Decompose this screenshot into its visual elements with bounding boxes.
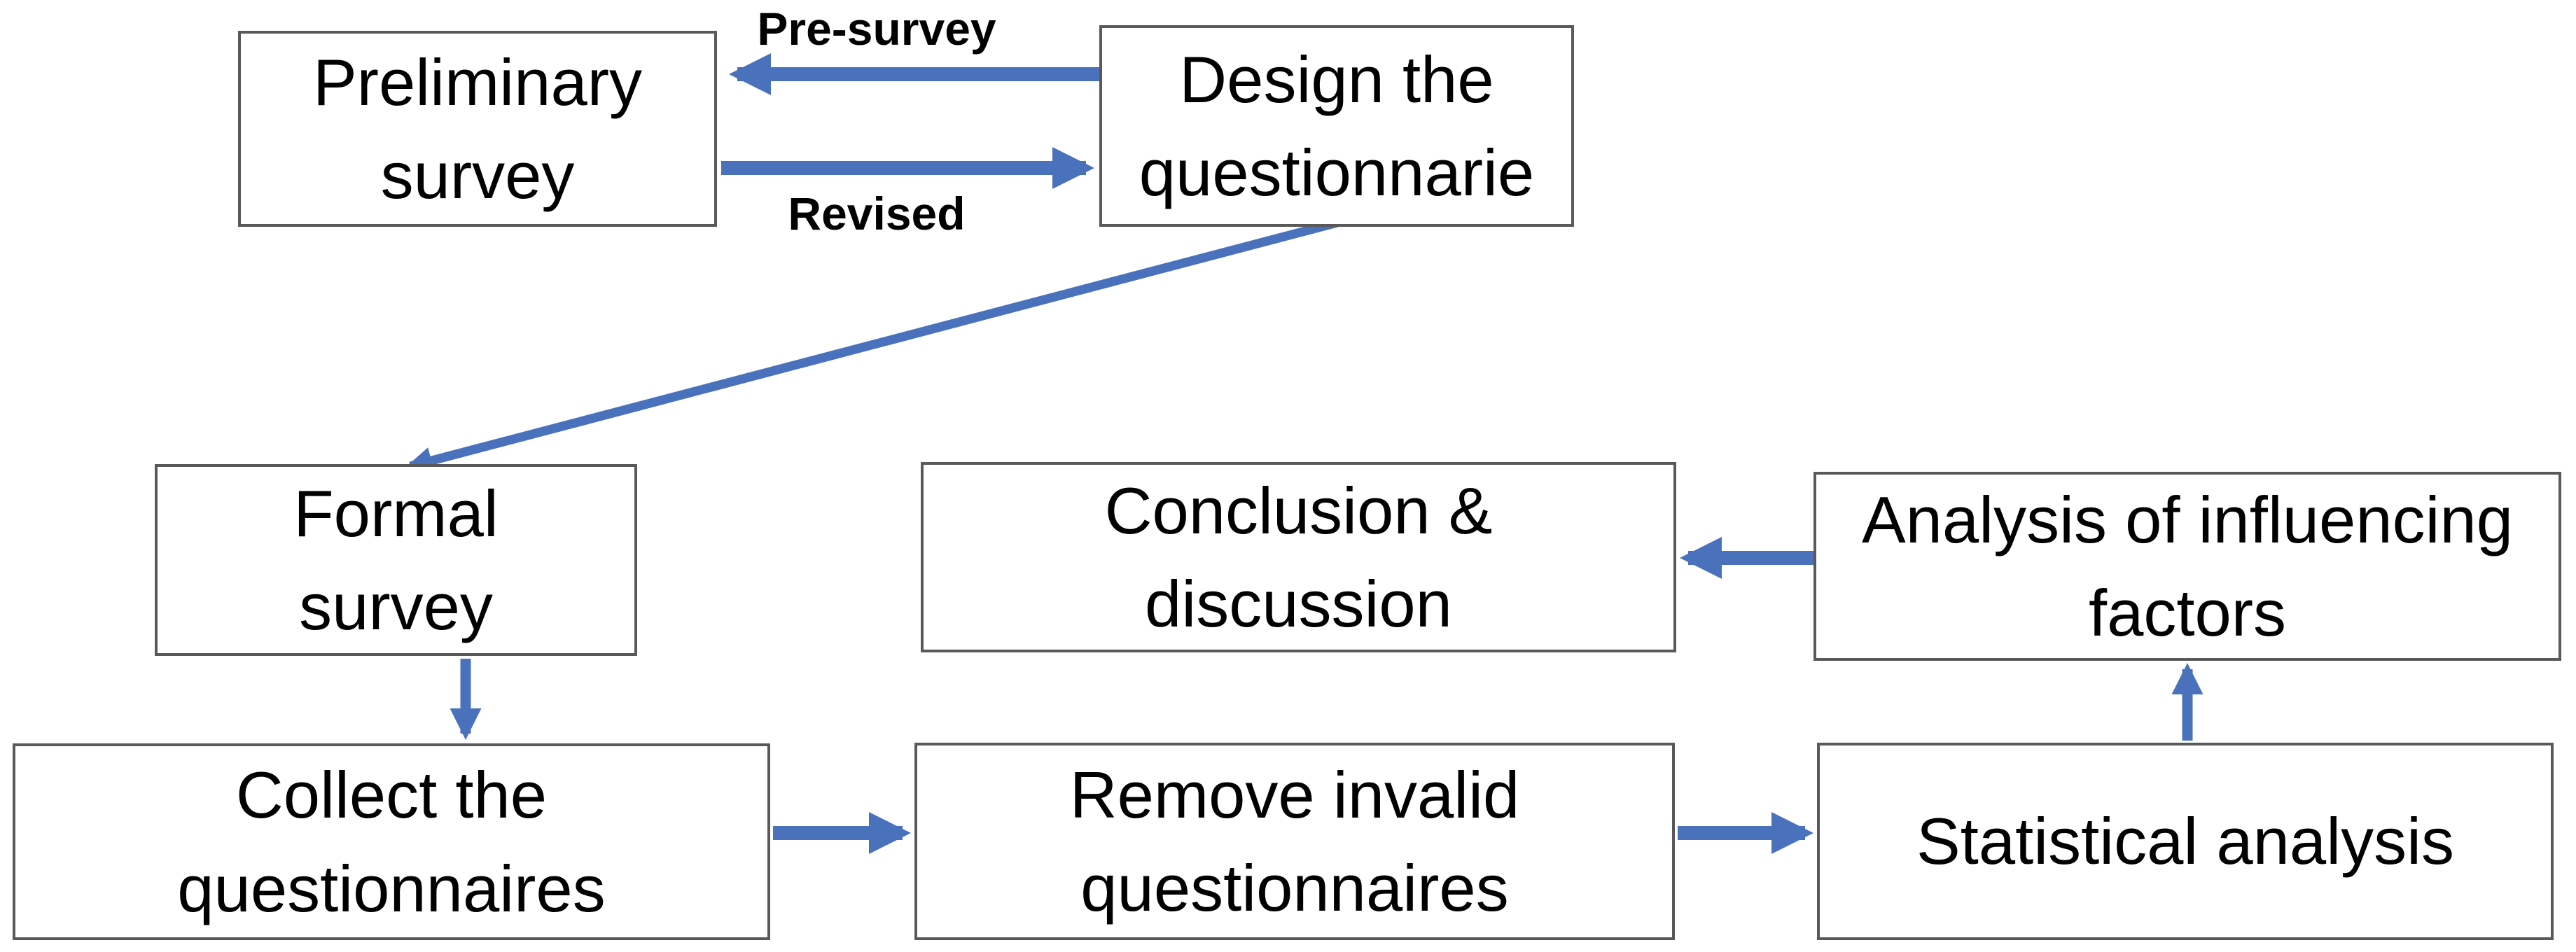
arrow-design-to-formal — [405, 218, 1339, 474]
node-preliminary-survey: Preliminary survey — [238, 31, 717, 227]
node-design-questionnaire: Design the questionnarie — [1099, 25, 1574, 227]
node-remove-invalid-questionnaires: Remove invalid questionnaires — [914, 743, 1675, 940]
node-collect-questionnaires: Collect the questionnaires — [13, 743, 770, 940]
node-statistical-analysis: Statistical analysis — [1817, 743, 2554, 940]
node-formal-survey: Formal survey — [155, 464, 637, 656]
node-analysis-influencing-factors: Analysis of influencing factors — [1813, 472, 2561, 661]
edge-label-pre-survey: Pre-survey — [757, 3, 996, 55]
node-conclusion-discussion: Conclusion & discussion — [921, 462, 1676, 652]
edge-label-revised: Revised — [788, 188, 966, 239]
